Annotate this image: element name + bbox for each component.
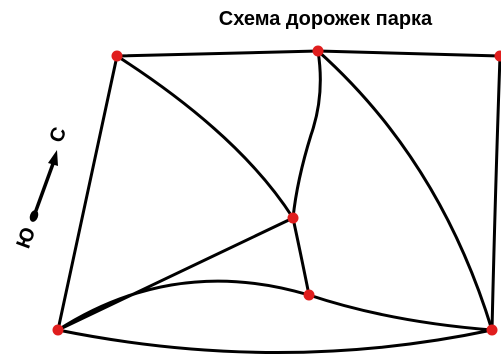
- park-path-b-c: [316, 49, 501, 58]
- compass-arrow-shaft: [32, 160, 56, 217]
- compass-north-label: С: [46, 124, 72, 145]
- path-junction-a: [111, 50, 123, 62]
- park-path-b-g: [316, 49, 494, 332]
- park-path-a-d: [115, 54, 295, 220]
- path-junction-b: [312, 45, 324, 57]
- park-path-e-d: [56, 216, 295, 332]
- path-junction-g: [486, 324, 498, 336]
- paths-layer: [56, 49, 501, 354]
- compass-south-label: Ю: [12, 224, 40, 251]
- compass-arrow-tail: [29, 210, 39, 222]
- path-junction-c: [494, 50, 501, 62]
- nodes-layer: [52, 45, 501, 336]
- park-path-f-g: [307, 293, 494, 332]
- compass-arrow-head: [48, 150, 58, 166]
- compass: С Ю: [12, 124, 71, 251]
- park-path-e-f: [56, 279, 311, 332]
- park-path-e-g: [56, 328, 494, 354]
- path-junction-d: [287, 212, 299, 224]
- path-junction-e: [52, 324, 64, 336]
- park-path-a-e: [56, 54, 119, 332]
- park-path-a-b: [115, 49, 320, 58]
- park-path-b-d: [291, 49, 322, 220]
- diagram-title: Схема дорожек парка: [218, 8, 433, 30]
- path-junction-f: [303, 289, 315, 301]
- park-path-c-g: [490, 54, 501, 332]
- park-path-d-f: [291, 216, 311, 297]
